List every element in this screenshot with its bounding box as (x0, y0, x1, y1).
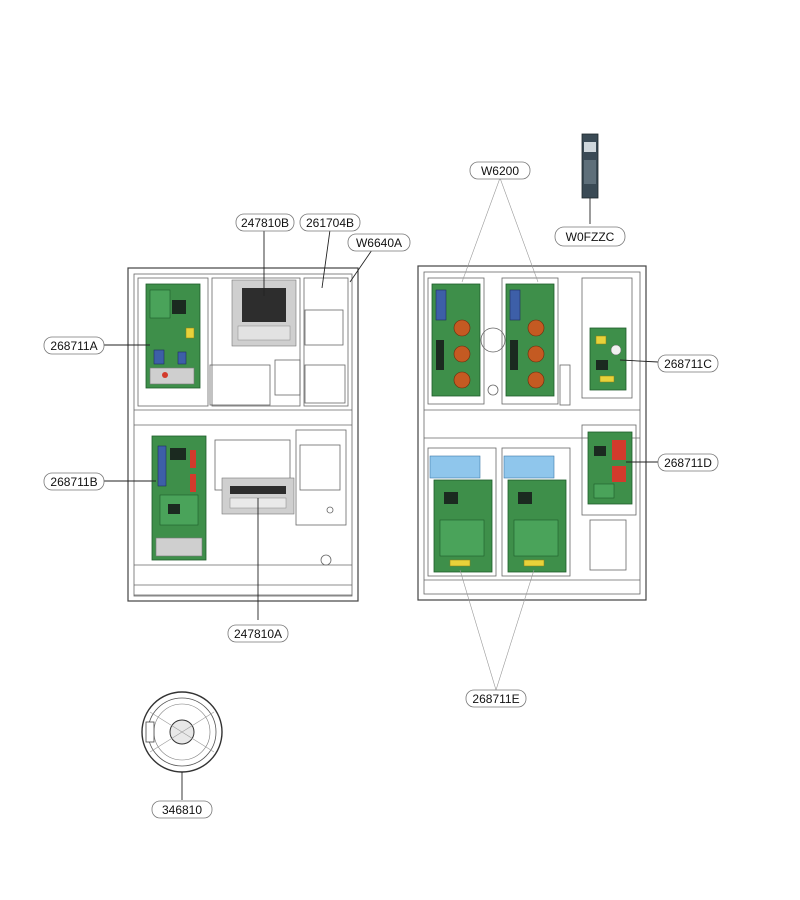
label-346810: 346810 (151, 800, 213, 819)
pcb-268711C (589, 327, 627, 391)
label-268711D: 268711D (657, 453, 719, 472)
svg-text:W0FZZC: W0FZZC (566, 230, 615, 244)
label-268711E: 268711E (465, 689, 527, 708)
pcb-268711A (145, 283, 201, 389)
label-261704B: 261704B (299, 213, 361, 232)
pcb-268711E-left (429, 455, 493, 573)
svg-text:268711C: 268711C (664, 357, 712, 371)
label-268711A: 268711A (43, 336, 105, 355)
svg-text:W6200: W6200 (481, 164, 519, 178)
svg-text:247810A: 247810A (234, 627, 282, 641)
svg-text:W6640A: W6640A (356, 236, 402, 250)
leader-lines (103, 177, 659, 800)
label-247810A: 247810A (227, 624, 289, 643)
label-W6200: W6200 (469, 161, 531, 180)
label-268711B: 268711B (43, 472, 105, 491)
svg-text:247810B: 247810B (241, 216, 289, 230)
pcb-268711E-right (503, 455, 567, 573)
svg-text:268711B: 268711B (50, 475, 97, 489)
svg-text:346810: 346810 (162, 803, 202, 817)
fan-346810 (141, 691, 223, 773)
part-W0FZZC (581, 133, 599, 199)
pcb-268711B (151, 435, 207, 561)
label-268711C: 268711C (657, 354, 719, 373)
inverter-board-right (505, 283, 555, 397)
label-W0FZZC: W0FZZC (554, 226, 626, 247)
svg-text:268711A: 268711A (50, 339, 97, 353)
svg-text:268711E: 268711E (472, 692, 519, 706)
svg-text:261704B: 261704B (306, 216, 354, 230)
label-W6640A: W6640A (347, 233, 411, 252)
label-247810B: 247810B (235, 213, 295, 232)
pcb-268711D (587, 431, 633, 505)
inverter-board-left (431, 283, 481, 397)
svg-text:268711D: 268711D (664, 456, 712, 470)
